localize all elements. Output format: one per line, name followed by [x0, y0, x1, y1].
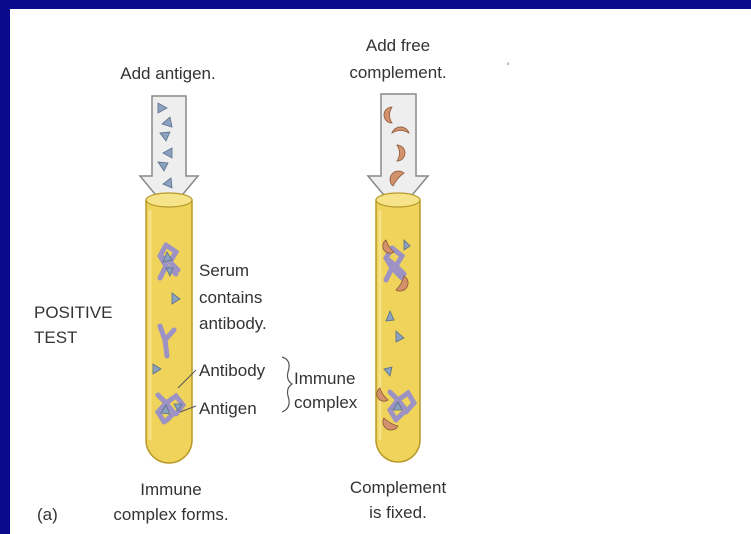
add-free-label-line2: complement. [326, 62, 470, 83]
stray-tick-mark: ' [507, 57, 509, 78]
immune-complex-label-line2: complex [294, 392, 357, 413]
positive-test-label-line2: TEST [34, 327, 77, 348]
panel-letter: (a) [37, 504, 58, 525]
serum-label: Serum [199, 260, 249, 281]
add-free-label: Add free [326, 35, 470, 56]
add-antigen-label: Add antigen. [96, 63, 240, 84]
immune-complex-brace [282, 357, 292, 412]
complement-fixed-caption: Complement [330, 477, 466, 498]
immune-complex-forms-caption-line2: complex forms. [96, 504, 246, 525]
antigen-label: Antigen [199, 398, 257, 419]
right-test-tube [376, 193, 420, 462]
immune-complex-forms-caption: Immune [96, 479, 246, 500]
antibody-label: Antibody [199, 360, 265, 381]
positive-test-label: POSITIVE [34, 302, 112, 323]
serum-label-line2: contains [199, 287, 262, 308]
left-test-tube [146, 193, 192, 463]
serum-label-line3: antibody. [199, 313, 267, 334]
immune-complex-label: Immune [294, 368, 355, 389]
complement-fixed-caption-line2: is fixed. [330, 502, 466, 523]
